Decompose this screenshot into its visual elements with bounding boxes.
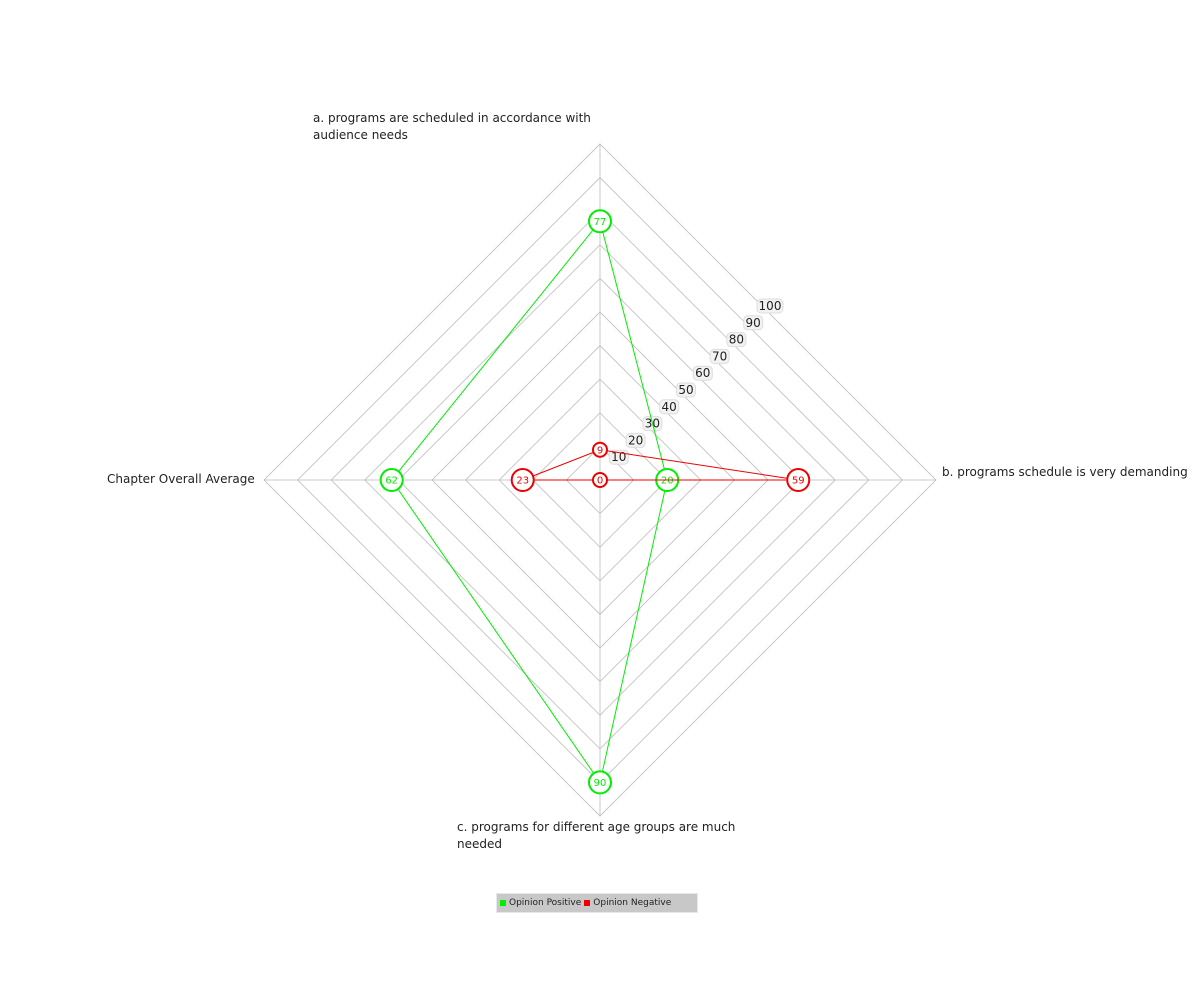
legend-swatch-positive xyxy=(500,900,506,906)
tick-label-bg-70 xyxy=(709,348,730,364)
legend: Opinion Positive Opinion Negative xyxy=(496,893,698,913)
legend-item-positive: Opinion Positive xyxy=(500,898,581,908)
data-label-positive-1: 20 xyxy=(661,476,674,487)
axis-label-c: c. programs for different age groups are… xyxy=(457,820,736,851)
data-label-negative-1: 59 xyxy=(792,476,805,487)
tick-label-20: 20 xyxy=(628,433,643,447)
data-label-negative-0: 9 xyxy=(597,445,603,456)
tick-label-bg-90 xyxy=(743,315,764,331)
tick-label-100: 100 xyxy=(759,299,782,313)
data-point-positive-2 xyxy=(588,770,612,795)
tick-label-bg-50 xyxy=(676,382,696,398)
data-label-negative-2: 0 xyxy=(597,476,603,487)
data-point-positive-0 xyxy=(588,209,612,234)
tick-label-50: 50 xyxy=(678,383,693,397)
data-point-negative-0 xyxy=(592,441,608,458)
data-label-negative-3: 23 xyxy=(516,476,529,487)
tick-label-bg-60 xyxy=(692,365,713,381)
tick-label-90: 90 xyxy=(746,316,761,330)
axis-label-overall: Chapter Overall Average xyxy=(107,472,255,486)
data-point-positive-3 xyxy=(379,468,404,492)
data-point-negative-3 xyxy=(510,468,535,492)
legend-label-positive: Opinion Positive xyxy=(509,898,582,908)
data-label-positive-2: 90 xyxy=(594,778,607,789)
tick-label-bg-80 xyxy=(726,332,747,348)
axis-label-a: a. programs are scheduled in accordance … xyxy=(313,111,591,142)
axis-label-b: b. programs schedule is very demanding xyxy=(942,465,1188,479)
legend-label-negative: Opinion Negative xyxy=(593,898,672,908)
tick-label-40: 40 xyxy=(662,400,677,414)
series-line-positive xyxy=(391,220,668,784)
tick-label-bg-20 xyxy=(625,432,646,448)
legend-swatch-negative xyxy=(584,900,591,906)
tick-label-bg-100 xyxy=(756,298,784,314)
tick-label-70: 70 xyxy=(712,349,727,363)
tick-label-bg-40 xyxy=(659,399,680,415)
legend-item-negative: Opinion Negative xyxy=(584,898,671,908)
data-label-positive-0: 77 xyxy=(594,217,607,228)
tick-label-80: 80 xyxy=(729,333,744,347)
data-label-positive-3: 62 xyxy=(385,476,398,487)
tick-label-60: 60 xyxy=(695,366,710,380)
data-point-negative-2 xyxy=(592,472,608,488)
data-point-negative-1 xyxy=(786,468,811,492)
